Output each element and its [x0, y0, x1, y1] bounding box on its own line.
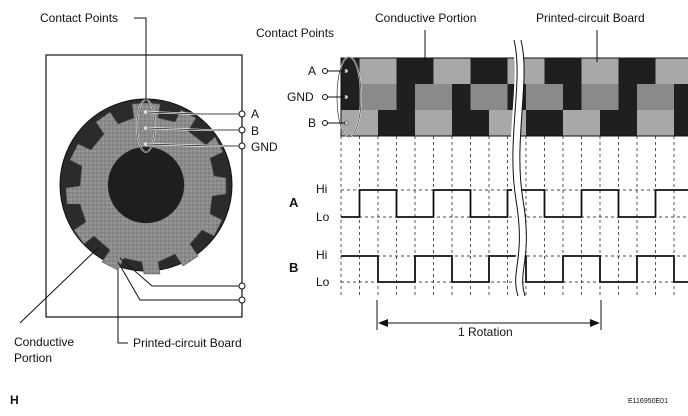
- lower-terminal-2: [238, 296, 246, 304]
- break-mark: [510, 38, 526, 298]
- strip-cell-b: [655, 110, 675, 136]
- strip-cell-a: [433, 58, 453, 84]
- hi-b-label: Hi: [316, 248, 328, 262]
- disc-hub: [108, 147, 184, 223]
- strip-cell-b: [618, 110, 638, 136]
- strip-cell-a: [378, 58, 397, 84]
- strip-cell-gnd: [526, 84, 545, 110]
- strip-cell-b: [470, 110, 490, 136]
- lo-a-label: Lo: [316, 210, 330, 224]
- strip-cell-gnd: [433, 84, 453, 110]
- terminal-b-label: B: [251, 124, 260, 138]
- waveforms: [341, 189, 688, 283]
- strip-cell-b: [452, 110, 471, 136]
- pcb-leader-bottom: [117, 270, 128, 344]
- strip-cell-a: [452, 58, 471, 84]
- lo-b-label: Lo: [316, 275, 330, 289]
- strip-cell-a: [359, 58, 379, 84]
- strip-cell-b: [359, 110, 379, 136]
- contact-points-label-left: Contact Points: [40, 11, 119, 25]
- strip-cell-a: [396, 58, 416, 84]
- strip-b-label: B: [308, 116, 317, 130]
- terminal-gnd-dot: [238, 142, 246, 150]
- terminal-a-label: A: [251, 107, 260, 121]
- lower-terminal-1: [238, 282, 246, 290]
- strip-cell-gnd: [544, 84, 564, 110]
- strip-gnd-label: GND: [287, 90, 314, 104]
- strip-cell-gnd: [470, 84, 490, 110]
- strip-cell-gnd: [396, 84, 416, 110]
- waveform-b: [341, 255, 688, 283]
- printed-circuit-board-label-top: Printed-circuit Board: [536, 11, 645, 25]
- strip-cell-gnd: [378, 84, 397, 110]
- strip-cell-gnd: [359, 84, 379, 110]
- conductive-portion-leader: [19, 247, 99, 324]
- strip-cell-b: [637, 110, 656, 136]
- hi-a-label: Hi: [316, 182, 328, 196]
- strip-cell-gnd: [637, 84, 656, 110]
- strip-cell-gnd: [581, 84, 601, 110]
- strip-cell-b: [378, 110, 397, 136]
- strip-cell-b: [600, 110, 619, 136]
- waveform-a: [341, 189, 688, 218]
- strip-cell-a: [600, 58, 619, 84]
- strip-cell-gnd: [655, 84, 675, 110]
- strip-cell-b: [581, 110, 601, 136]
- strip-cell-a: [526, 58, 545, 84]
- strip-cell-b: [396, 110, 416, 136]
- strip-cell-a: [544, 58, 564, 84]
- signal-a-label: A: [289, 195, 299, 210]
- strip-cell-b: [415, 110, 434, 136]
- terminal-b-dot: [238, 126, 246, 134]
- one-rotation-label: 1 Rotation: [458, 325, 513, 339]
- figure-code-label: E116950E01: [628, 398, 668, 405]
- strip-cell-b: [433, 110, 453, 136]
- contact-points-leader: [134, 17, 147, 102]
- corner-h-label: H: [10, 393, 19, 407]
- strip-cell-a: [470, 58, 490, 84]
- strip-terminal-a: [322, 68, 328, 74]
- strip-cell-b: [563, 110, 582, 136]
- strip-cell-gnd: [452, 84, 471, 110]
- strip-cell-a: [415, 58, 434, 84]
- strip-cell-a: [637, 58, 656, 84]
- strip-cell-b: [674, 110, 688, 136]
- strip-cell-a: [581, 58, 601, 84]
- strip-cell-gnd: [600, 84, 619, 110]
- contact-points-label-right: Contact Points: [256, 26, 335, 40]
- strip-terminal-gnd: [322, 94, 328, 100]
- conductive-portion-label-top: Conductive Portion: [375, 11, 477, 25]
- strip-cell-gnd: [415, 84, 434, 110]
- conductive-portion-label-left-1: Conductive: [14, 335, 75, 349]
- strip-cell-gnd: [563, 84, 582, 110]
- strip-a-label: A: [308, 64, 317, 78]
- strip-cell-a: [674, 58, 688, 84]
- strip-cell-gnd: [674, 84, 688, 110]
- strip-cell-a: [563, 58, 582, 84]
- strip-cell-gnd: [341, 84, 360, 110]
- conductive-portion-label-left-2: Portion: [14, 351, 53, 365]
- strip-cell-b: [526, 110, 545, 136]
- strip-cell-a: [655, 58, 675, 84]
- printed-circuit-board-label-bottom: Printed-circuit Board: [133, 336, 242, 350]
- strip-cell-gnd: [489, 84, 508, 110]
- strip-cell-a: [618, 58, 638, 84]
- terminal-gnd-label: GND: [251, 140, 278, 154]
- strip-cell-gnd: [618, 84, 638, 110]
- strip-cell-b: [544, 110, 564, 136]
- strip-cell-a: [489, 58, 508, 84]
- strip-terminal-b: [322, 120, 328, 126]
- terminal-a-dot: [238, 110, 246, 118]
- strip-cell-b: [489, 110, 508, 136]
- signal-b-label: B: [289, 260, 299, 275]
